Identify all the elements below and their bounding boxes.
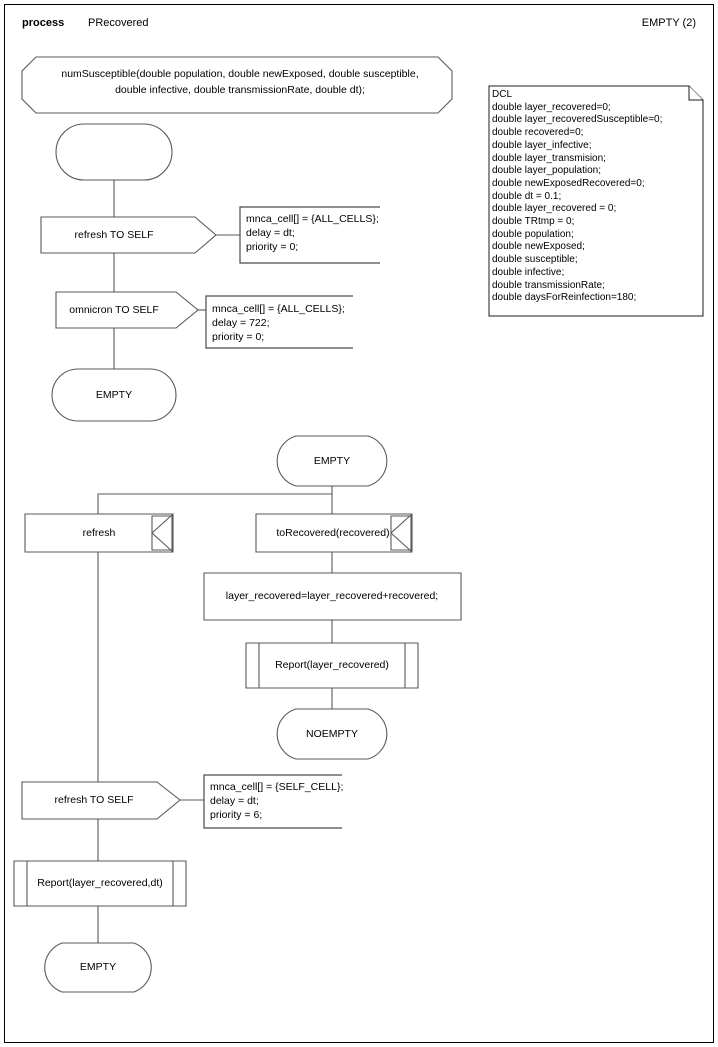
comment-1-text: mnca_cell[] = {ALL_CELLS}; delay = dt; p… xyxy=(246,212,379,254)
state-empty-3-label: EMPTY xyxy=(79,961,117,973)
procedure-signature-line1: numSusceptible(double population, double… xyxy=(61,68,419,80)
comment-3-line2: delay = dt; xyxy=(210,795,259,807)
comment-3-text: mnca_cell[] = {SELF_CELL}; delay = dt; p… xyxy=(210,780,343,822)
procedure-signature-text: numSusceptible(double population, double… xyxy=(40,66,440,98)
comment-2-line2: delay = 722; xyxy=(212,317,270,329)
dcl-line: double layer_infective; xyxy=(492,139,592,151)
page-label: EMPTY (2) xyxy=(641,17,696,29)
dcl-title: DCL xyxy=(492,89,513,100)
dcl-line: double layer_recovered = 0; xyxy=(492,203,617,215)
dcl-line: double daysForReinfection=180; xyxy=(492,292,637,304)
state-empty-2-label: EMPTY xyxy=(313,455,351,467)
dcl-line: double infective; xyxy=(492,266,565,278)
procedure-signature-line2: double infective, double transmissionRat… xyxy=(115,84,365,96)
output-refresh-self-top-label: refresh TO SELF xyxy=(74,229,154,241)
input-to-recovered-label: toRecovered(recovered) xyxy=(276,527,390,539)
dcl-line: double recovered=0; xyxy=(492,127,584,139)
dcl-line: double layer_recoveredSusceptible=0; xyxy=(492,114,663,126)
comment-1-line1: mnca_cell[] = {ALL_CELLS}; xyxy=(246,213,379,225)
task-assignment-label: layer_recovered=layer_recovered+recovere… xyxy=(225,590,439,602)
call-report-2-label: Report(layer_recovered,dt) xyxy=(37,877,163,889)
comment-1-line2: delay = dt; xyxy=(246,227,295,239)
output-refresh-self-bottom-label: refresh TO SELF xyxy=(54,794,134,806)
comment-3-line1: mnca_cell[] = {SELF_CELL}; xyxy=(210,781,344,793)
comment-3-line3: priority = 6; xyxy=(210,809,263,821)
dcl-line: double layer_transmision; xyxy=(492,152,606,164)
dcl-line: double layer_recovered=0; xyxy=(492,101,611,113)
dcl-line: double layer_population; xyxy=(492,165,601,177)
input-refresh-label: refresh xyxy=(82,527,116,539)
output-omnicron-self-label: omnicron TO SELF xyxy=(69,304,159,316)
dcl-line: double TRtmp = 0; xyxy=(492,216,575,228)
process-name: PRecovered xyxy=(88,17,149,29)
process-keyword: process xyxy=(22,17,65,29)
dcl-line: double dt = 0.1; xyxy=(492,190,562,202)
comment-1-line3: priority = 0; xyxy=(246,241,299,253)
dcl-line: double population; xyxy=(492,228,574,240)
dcl-line: double transmissionRate; xyxy=(492,279,605,291)
state-noempty-label: NOEMPTY xyxy=(306,728,358,740)
dcl-line: double newExposedRecovered=0; xyxy=(492,177,645,189)
dcl-line: double susceptible; xyxy=(492,254,578,266)
comment-2-text: mnca_cell[] = {ALL_CELLS}; delay = 722; … xyxy=(212,302,345,344)
call-report-1-label: Report(layer_recovered) xyxy=(275,659,389,671)
comment-2-line3: priority = 0; xyxy=(212,331,265,343)
comment-2-line1: mnca_cell[] = {ALL_CELLS}; xyxy=(212,303,345,315)
page-border xyxy=(4,4,714,1043)
state-empty-1-label: EMPTY xyxy=(95,389,133,401)
dcl-line: double newExposed; xyxy=(492,241,585,253)
dcl-block-text: DCL double layer_recovered=0; double lay… xyxy=(492,89,662,305)
